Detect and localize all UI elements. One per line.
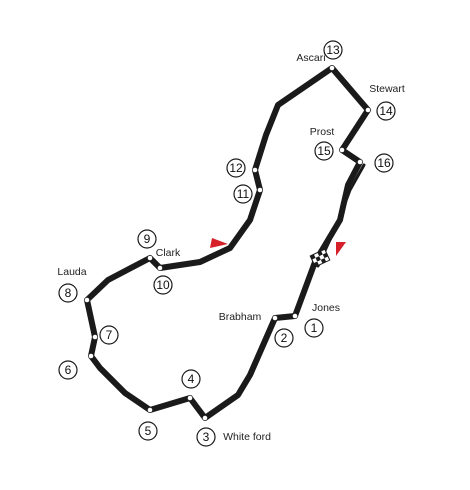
corner-number-badge: 4 (181, 369, 201, 389)
corner-number-circle (181, 369, 201, 389)
corner-number-badge: 1 (304, 318, 324, 338)
corner-dot (339, 147, 345, 153)
corner-number-text: 4 (188, 372, 195, 386)
corner-number-circle (137, 229, 157, 249)
corner-name-label: Stewart (369, 83, 405, 95)
pit-lane (316, 163, 366, 268)
corner-number-text: 12 (229, 161, 243, 175)
corner-number-text: 8 (65, 286, 72, 300)
corner-number-badge: 9 (137, 229, 157, 249)
corner-dot (88, 353, 94, 359)
corner-number-text: 11 (237, 187, 250, 201)
corner-number-text: 6 (65, 363, 72, 377)
corner-number-circle (58, 360, 78, 380)
corner-dot (202, 415, 208, 421)
corner-number-badge: 6 (58, 360, 78, 380)
corner-number-badge: 10 (153, 275, 173, 295)
corner-number-circle (376, 101, 396, 121)
corner-number-text: 9 (144, 232, 151, 246)
corner-number-circle (196, 427, 216, 447)
corner-number-text: 5 (145, 424, 152, 438)
corner-number-badge: 7 (99, 325, 119, 345)
corner-dot (187, 395, 193, 401)
corner-number-badge: 5 (138, 421, 158, 441)
track-outline (84, 65, 371, 421)
corner-number-text: 3 (203, 430, 210, 444)
direction-arrow-icon (210, 238, 228, 248)
corner-number-circle (304, 318, 324, 338)
direction-arrow-icon (336, 242, 346, 256)
corner-dot (147, 255, 153, 261)
corner-name-label: White ford (223, 431, 271, 443)
corner-number-circle (226, 158, 246, 178)
corner-number-circle (138, 421, 158, 441)
corner-number-badge: 15 (314, 141, 334, 161)
corner-dot (357, 159, 363, 165)
corner-number-badge: 3 (196, 427, 216, 447)
corner-dot (329, 65, 335, 71)
corner-number-text: 13 (326, 43, 340, 57)
corner-name-label: Jones (312, 302, 340, 314)
corner-number-badge: 13 (323, 40, 343, 60)
corner-number-circle (323, 40, 343, 60)
corner-number-circle (274, 328, 294, 348)
corner-dot (92, 334, 98, 340)
corner-number-badge: 12 (226, 158, 246, 178)
corner-number-circle (58, 283, 78, 303)
corner-number-badge: 14 (376, 101, 396, 121)
corner-number-badge: 16 (374, 153, 394, 173)
corner-number-circle (233, 184, 253, 204)
corner-number-circle (374, 153, 394, 173)
corner-dot (147, 407, 153, 413)
corner-name-label: Brabham (219, 311, 262, 323)
corner-number-text: 1 (311, 321, 318, 335)
corner-dot (252, 167, 258, 173)
corner-number-circle (153, 275, 173, 295)
corner-name-label: Prost (310, 126, 335, 138)
corner-number-text: 2 (281, 331, 288, 345)
corner-number-text: 10 (156, 278, 170, 292)
corner-name-label: Ascari (296, 52, 325, 64)
corner-number-text: 7 (106, 328, 113, 342)
corner-number-text: 14 (379, 104, 393, 118)
corner-number-badge: 11 (233, 184, 253, 204)
corner-dot (365, 107, 371, 113)
start-finish-flag-icon (309, 248, 331, 268)
corner-dot (84, 297, 90, 303)
corner-number-circle (314, 141, 334, 161)
corner-name-label: Clark (156, 247, 181, 259)
corner-number-circle (99, 325, 119, 345)
corner-dot (272, 315, 278, 321)
corner-dot (257, 187, 263, 193)
corner-number-text: 16 (377, 156, 391, 170)
corner-dot (292, 313, 298, 319)
corner-name-label: Lauda (57, 266, 86, 278)
corner-dot (157, 265, 163, 271)
corner-number-text: 15 (317, 144, 331, 158)
corner-number-badge: 8 (58, 283, 78, 303)
corner-number-badge: 2 (274, 328, 294, 348)
